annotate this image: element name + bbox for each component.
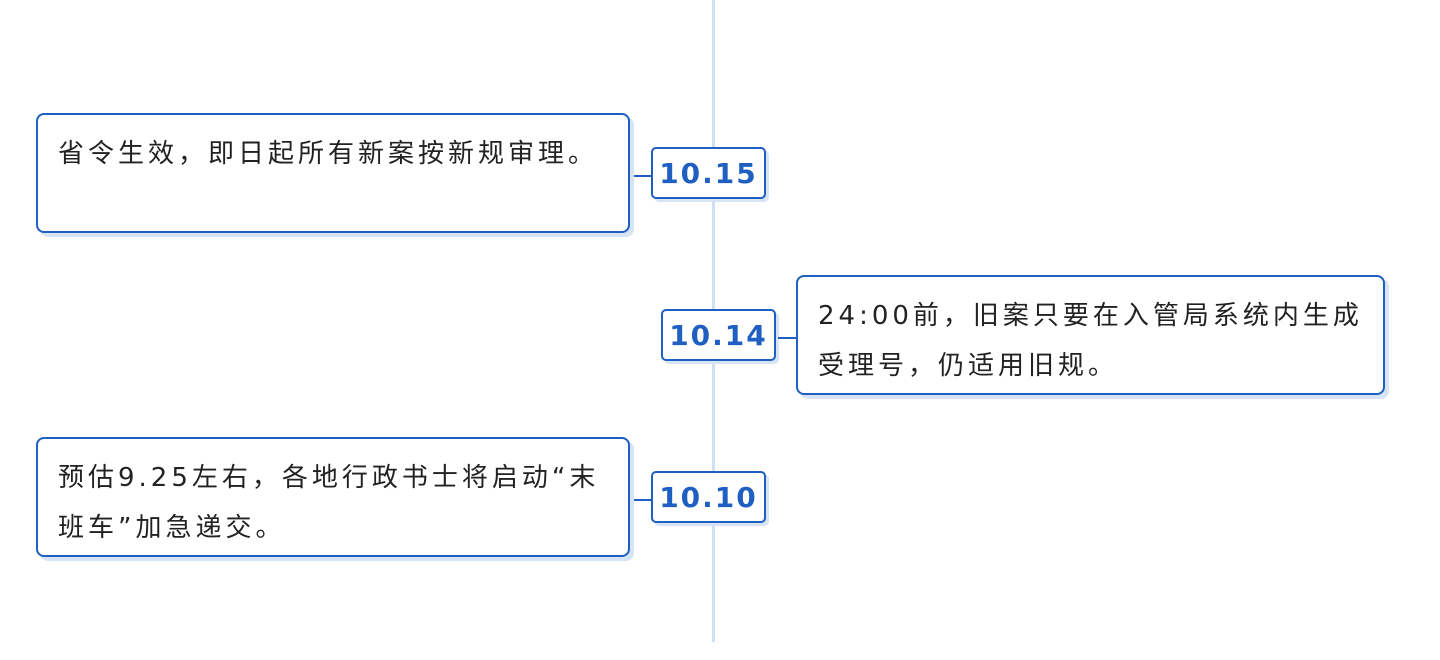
connector-line [778,337,797,339]
timeline-event-card: 预估9.25左右，各地行政书士将启动“末班车”加急递交。 [36,437,630,557]
event-description: 24:00前，旧案只要在入管局系统内生成受理号，仍适用旧规。 [818,301,1363,381]
date-badge: 10.10 [651,471,766,523]
date-label: 10.10 [659,480,758,514]
timeline-event-card: 省令生效，即日起所有新案按新规审理。 [36,113,630,233]
date-label: 10.15 [659,156,758,190]
event-description: 预估9.25左右，各地行政书士将启动“末班车”加急递交。 [58,463,600,543]
date-label: 10.14 [669,318,768,352]
date-badge: 10.15 [651,147,766,199]
event-description: 省令生效，即日起所有新案按新规审理。 [58,139,599,169]
date-badge: 10.14 [661,309,776,361]
connector-line [634,175,652,177]
connector-line [634,499,652,501]
timeline-event-card: 24:00前，旧案只要在入管局系统内生成受理号，仍适用旧规。 [796,275,1385,395]
